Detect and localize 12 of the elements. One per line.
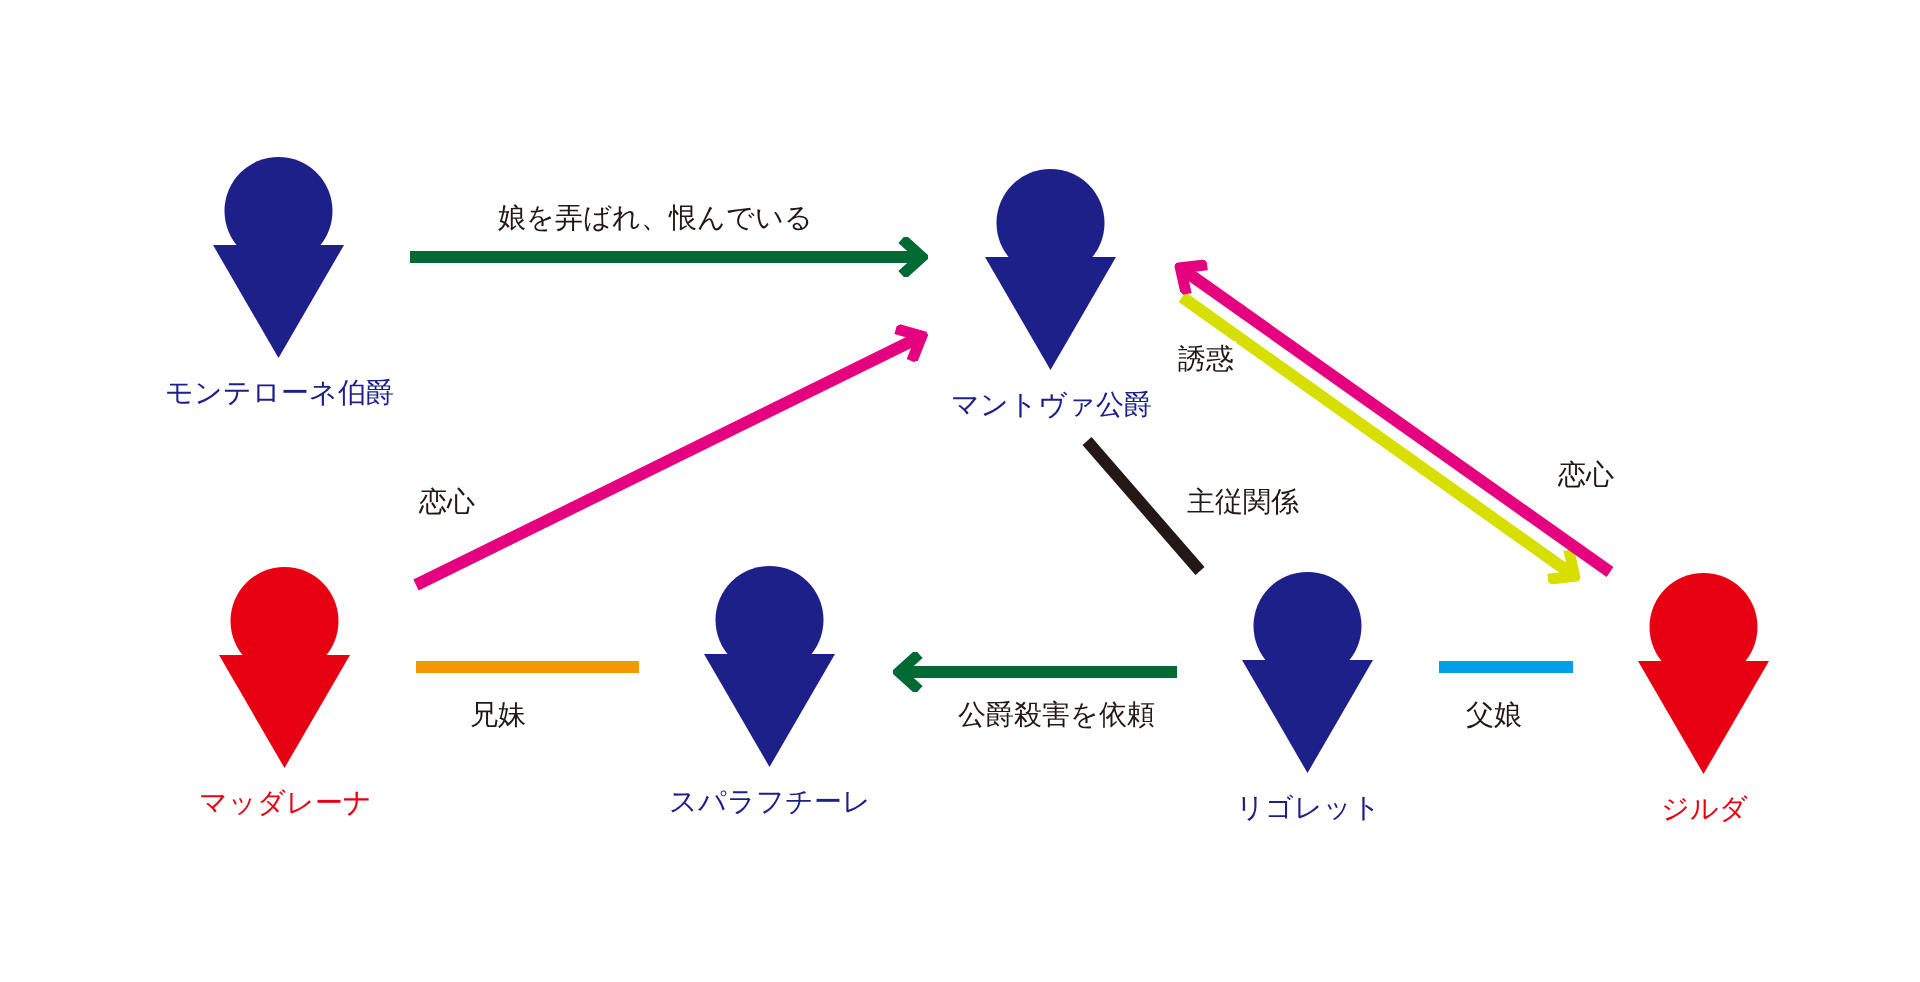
arrow bbox=[1174, 259, 1614, 577]
person-name: リゴレット bbox=[1235, 790, 1381, 826]
person-name: マントヴァ公爵 bbox=[950, 387, 1152, 423]
person-name: マッダレーナ bbox=[198, 785, 372, 821]
connector-line bbox=[1082, 437, 1205, 575]
connector-line bbox=[416, 661, 639, 673]
arrow bbox=[1178, 292, 1581, 585]
person-name: スパラフチーレ bbox=[669, 784, 871, 820]
person-name: モンテローネ伯爵 bbox=[164, 375, 394, 411]
arrow bbox=[413, 323, 928, 591]
connector-line bbox=[1439, 661, 1573, 673]
person-name: ジルダ bbox=[1660, 791, 1748, 827]
